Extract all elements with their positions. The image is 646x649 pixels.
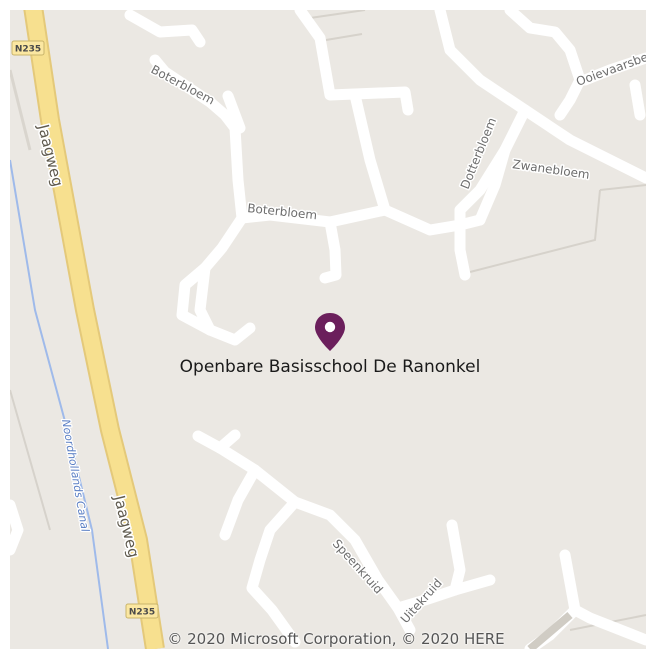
map-pin-icon[interactable] — [314, 312, 346, 352]
route-shield-top: N235 — [11, 40, 45, 56]
map-canvas[interactable]: Boterbloem Boterbloem Dotterbloem Zwaneb… — [10, 10, 646, 649]
poi-label[interactable]: Openbare Basisschool De Ranonkel — [179, 357, 481, 377]
canal-line — [10, 159, 109, 649]
route-shield-bottom: N235 — [125, 603, 159, 619]
svg-text:N235: N235 — [129, 608, 155, 618]
svg-text:N235: N235 — [15, 45, 41, 55]
map-copyright: © 2020 Microsoft Corporation, © 2020 HER… — [167, 630, 505, 648]
